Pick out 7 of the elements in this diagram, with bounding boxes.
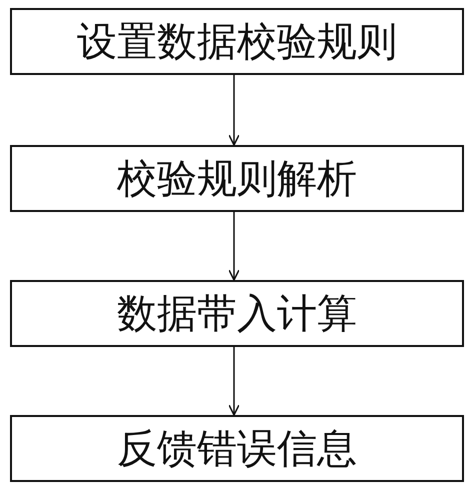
arrow [228, 347, 240, 416]
process-box: 反馈错误信息 [10, 415, 464, 482]
process-box: 设置数据校验规则 [10, 8, 464, 75]
process-box: 校验规则解析 [10, 145, 464, 212]
arrow [228, 75, 240, 146]
arrow [228, 212, 240, 281]
process-box: 数据带入计算 [10, 280, 464, 347]
